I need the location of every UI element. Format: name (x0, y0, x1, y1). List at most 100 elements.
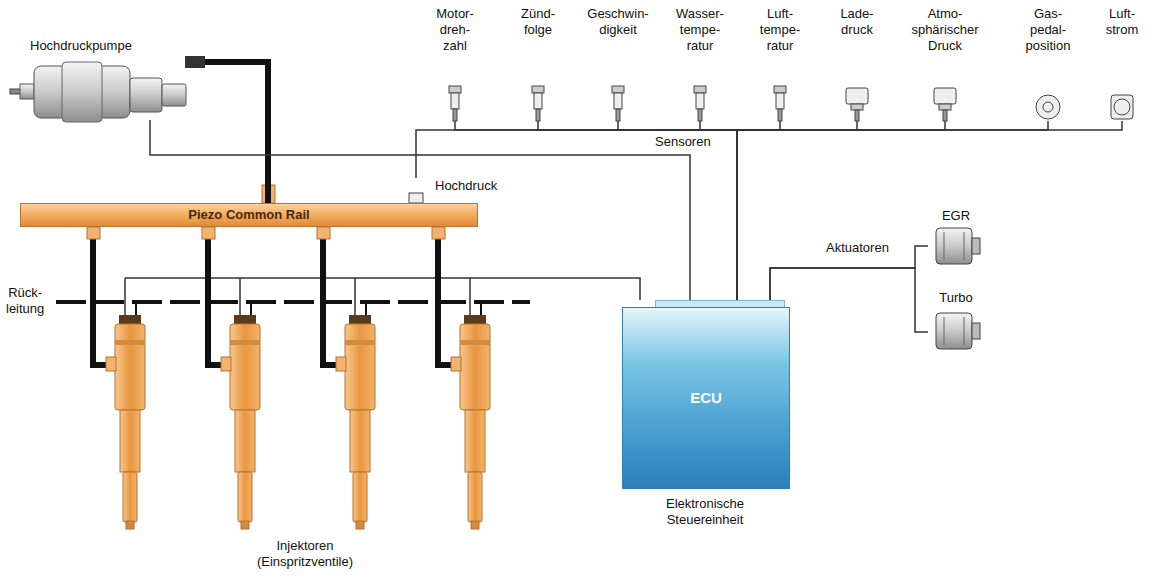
sensor-head (532, 86, 544, 93)
injector-ring (345, 340, 375, 345)
turbo-rib (944, 317, 945, 345)
injector-nozzle (353, 472, 367, 522)
rail-outlet (202, 227, 215, 239)
pump-valve-cap (162, 84, 186, 106)
sensor-node: Geschwin- digkeit (585, 6, 650, 121)
injector-port (336, 357, 346, 371)
annotation-label: Injektoren (Einspritzventile) (257, 538, 353, 570)
act-node: EGR (928, 208, 984, 266)
injector-tip (241, 521, 249, 529)
sensor-body (939, 104, 951, 110)
ecu-caption: Elektronische Steuereinheit (600, 496, 810, 528)
sensor-node: Atmo- sphärischer Druck (909, 6, 980, 121)
ecu-box: ECU (622, 307, 790, 489)
sensor-body (451, 93, 459, 109)
signal-wire (737, 121, 1048, 300)
sensor-head (774, 86, 786, 93)
sensor-node: Lade- druck (838, 6, 875, 121)
sensor-node: Gas- pedal- position (1024, 6, 1073, 121)
injector-wire-drop (239, 278, 241, 318)
airflow-sensor-core (1114, 99, 1130, 115)
sensor-head (449, 86, 461, 93)
rail-outlet (317, 227, 330, 239)
signal-wire (737, 121, 945, 300)
rail-outlet (87, 227, 100, 239)
sensor-body (534, 93, 542, 109)
pressure-label: Hochdruck (435, 178, 497, 194)
airflow-sensor (1111, 95, 1133, 119)
turbo-rib (964, 317, 965, 345)
injector-nozzle (123, 472, 137, 522)
injector-tip (356, 521, 364, 529)
sensor-label: Atmo- sphärischer Druck (911, 6, 978, 54)
injector-body (230, 324, 260, 410)
fuel-line (323, 239, 338, 365)
sensor-head (934, 88, 956, 104)
sensor-head (846, 88, 868, 104)
sensor-label: Gas- pedal- position (1026, 6, 1071, 54)
injector-port (221, 357, 231, 371)
injector-body (460, 324, 490, 410)
injector-nozzle (238, 472, 252, 522)
part-label: Hochdruckpumpe (30, 38, 205, 54)
turbo-nub (972, 323, 980, 339)
sensor-tip (855, 110, 859, 121)
sensor-tip (453, 109, 457, 121)
sensor-label: Zünd- folge (521, 6, 555, 38)
injector-shaft (235, 410, 255, 472)
sensor-head (694, 86, 706, 93)
injector-body (345, 324, 375, 410)
rail-label: Piezo Common Rail (188, 207, 309, 223)
sensor-body (614, 93, 622, 109)
sensor-node: Luft- tempe- ratur (758, 6, 802, 121)
fuel-line (208, 239, 223, 365)
sensor-node: Wasser- tempe- ratur (674, 6, 726, 121)
sensor-label: Luft- strom (1106, 6, 1139, 38)
ecu-label: ECU (690, 390, 722, 406)
sensor-body (851, 104, 863, 110)
injector-cap (234, 315, 256, 324)
injector-cap (349, 315, 371, 324)
injector-shaft (350, 410, 370, 472)
sensor-head (612, 86, 624, 93)
sensor-label: Lade- druck (840, 6, 873, 38)
sensor-tip (536, 109, 540, 121)
sensor-label: Wasser- tempe- ratur (676, 6, 724, 54)
sensor-tip (698, 109, 702, 121)
annotation-label: Aktuatoren (826, 240, 889, 256)
injector-cap (119, 315, 141, 324)
egr-nub (972, 238, 980, 254)
egr-body (936, 228, 972, 264)
act-node: Turbo (928, 290, 984, 352)
hd-node: Hochdruck (405, 178, 497, 203)
actuator-label: EGR (928, 208, 984, 224)
signal-wire (618, 121, 737, 300)
injector-ring (460, 340, 490, 345)
fuel-line (438, 239, 453, 365)
injector-shaft (465, 410, 485, 472)
annotation-label: Sensoren (655, 134, 711, 150)
sensor-node: Luft- strom (1104, 6, 1141, 121)
sensor-label: Geschwin- digkeit (587, 6, 648, 38)
injector-tip (126, 521, 134, 529)
injector-wire (125, 278, 640, 300)
pump-illustration (10, 56, 205, 122)
sensor-body (776, 93, 784, 109)
injector-wire-drop (469, 278, 471, 318)
injectors (87, 227, 490, 529)
sensor-tip (778, 109, 782, 121)
signal-wire (455, 121, 737, 300)
signal-wire (538, 121, 737, 300)
injector-body (115, 324, 145, 410)
sensor-node: Zünd- folge (519, 6, 557, 121)
fuel-line (93, 239, 108, 365)
pressure-sensor (409, 193, 423, 203)
ecu-caption-text: Elektronische Steuereinheit (666, 496, 744, 528)
injector-wire-drop (354, 278, 356, 318)
pump-outlet (185, 56, 205, 68)
egr-valve (936, 228, 980, 264)
fuel-pipe (205, 62, 268, 203)
